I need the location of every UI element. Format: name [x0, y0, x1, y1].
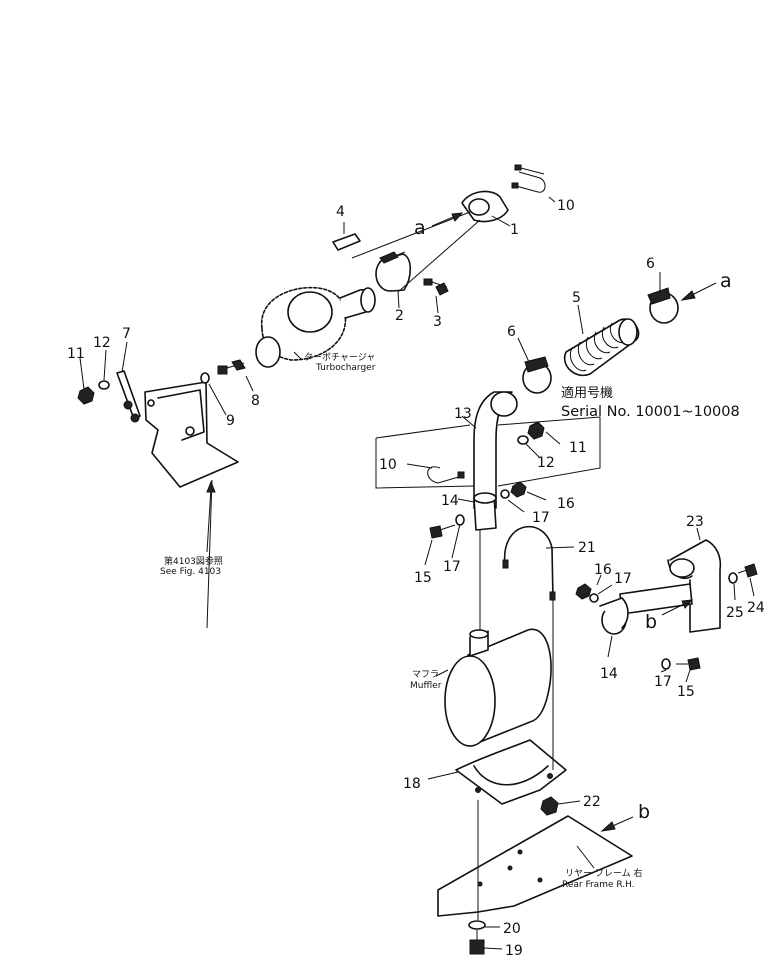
callout-4: 4: [336, 204, 345, 220]
callout-23: 23: [686, 514, 704, 530]
leader-lines: [79, 196, 755, 950]
rear-frame-plate: [437, 815, 633, 917]
clamp-14-right: [599, 597, 629, 635]
washer-17-right-bottom: [661, 658, 671, 670]
callout-17-right-top: 17: [614, 571, 632, 587]
nut-11-left: [77, 386, 95, 405]
callout-22: 22: [583, 794, 601, 810]
callout-12-left: 12: [93, 335, 111, 351]
serial-label: Serial No. 10001~10008: [561, 404, 740, 420]
callout-11-left: 11: [67, 346, 85, 362]
washer-9: [200, 372, 210, 384]
callout-24: 24: [747, 600, 765, 616]
washer-25: [728, 572, 738, 584]
callout-7: 7: [122, 326, 131, 342]
callout-16-left: 16: [557, 496, 575, 512]
serial-label-jp: 適用号機: [561, 385, 613, 401]
bolt-8: [217, 359, 246, 375]
washer-17-right-top: [589, 593, 599, 603]
muffler-label-jp: マフラ: [412, 669, 439, 680]
plate-4: [332, 233, 399, 264]
callout-21: 21: [578, 540, 596, 556]
callout-5: 5: [572, 290, 581, 306]
callout-2: 2: [395, 308, 404, 324]
nut-11-mid: [527, 421, 545, 440]
muffler-label: Muffler: [410, 681, 442, 691]
callout-10-top: 10: [557, 198, 575, 214]
turbocharger: [255, 286, 376, 368]
turbocharger-label-jp: ターボチャージャ: [304, 352, 375, 363]
callouts: 1 10 4 2 3 6 5 6 7 12 11 8 9 13 10 12 11…: [67, 198, 765, 959]
callout-15-right: 15: [677, 684, 695, 700]
callout-17-right-bottom: 17: [654, 674, 672, 690]
see-fig-label-jp: 第4103図参照: [164, 555, 223, 567]
arrow-b-label-bottom: b: [638, 801, 650, 823]
washer-12-mid: [517, 435, 529, 445]
nut-22: [540, 796, 559, 816]
arrow-a-top: a: [414, 212, 464, 239]
callout-11-mid: 11: [569, 440, 587, 456]
bolt-24: [737, 563, 758, 578]
bracket-left: [144, 381, 239, 488]
rear-frame-label-jp: リヤー フレーム 右: [565, 867, 642, 879]
callout-3: 3: [433, 314, 442, 330]
callout-15-left: 15: [414, 570, 432, 586]
callout-17-mid: 17: [443, 559, 461, 575]
callout-9: 9: [226, 413, 235, 429]
washer-20: [468, 920, 486, 930]
washer-12-left: [98, 380, 110, 390]
arrow-see-fig: [206, 480, 216, 553]
callout-14-right: 14: [600, 666, 618, 682]
arrow-a-label-right: a: [720, 270, 732, 292]
callout-17-left: 17: [532, 510, 550, 526]
clamp-6-lower: [522, 356, 552, 394]
callout-13: 13: [454, 406, 472, 422]
callout-19: 19: [505, 943, 523, 959]
arrow-a-right: a: [680, 270, 732, 301]
callout-1: 1: [510, 222, 519, 238]
u-bolt-10-mid: [427, 466, 465, 484]
bolt-3: [423, 278, 449, 296]
washer-17-left: [500, 489, 510, 499]
u-bolt-10-top: [511, 164, 546, 193]
arrow-a-label-top: a: [414, 217, 426, 239]
bracket-outline-13: [375, 416, 601, 489]
see-fig-label: See Fig. 4103: [160, 567, 221, 577]
callout-12-mid: 12: [537, 455, 555, 471]
callout-6-lower: 6: [507, 324, 516, 340]
nut-16-right: [575, 583, 592, 600]
callout-16-right: 16: [594, 562, 612, 578]
clamp-6-upper: [647, 287, 679, 324]
clamp-2: [375, 251, 412, 292]
exhaust-elbow-1: [461, 190, 509, 223]
bolt-15-left: [429, 524, 456, 539]
clamp-14-left: [473, 492, 497, 531]
labels: ターボチャージャ Turbocharger 適用号機 Serial No. 10…: [160, 352, 740, 890]
callout-20: 20: [503, 921, 521, 937]
turbocharger-label: Turbocharger: [315, 363, 376, 373]
bracket-23: [619, 539, 722, 633]
callout-8: 8: [251, 393, 260, 409]
strap-7: [116, 370, 141, 423]
rear-frame-label: Rear Frame R.H.: [562, 880, 635, 890]
saddle-18: [455, 739, 567, 805]
arrow-b-bottom: b: [600, 801, 650, 832]
callout-10-mid: 10: [379, 457, 397, 473]
muffler: [444, 628, 552, 747]
nut-16-left: [510, 481, 527, 498]
assembly-lines: [206, 211, 554, 920]
callout-25: 25: [726, 605, 744, 621]
bolt-19: [469, 930, 485, 955]
callout-18: 18: [403, 776, 421, 792]
tail-pipe-21: [502, 525, 556, 601]
callout-14-left: 14: [441, 493, 459, 509]
exhaust-pipe-13: [473, 391, 518, 509]
flexible-tube-5: [563, 318, 640, 377]
washer-17-mid: [455, 514, 465, 526]
callout-6-upper: 6: [646, 256, 655, 272]
arrow-b-mid: b: [645, 599, 694, 633]
arrow-b-label-mid: b: [645, 611, 657, 633]
bolt-15-right: [676, 657, 701, 671]
